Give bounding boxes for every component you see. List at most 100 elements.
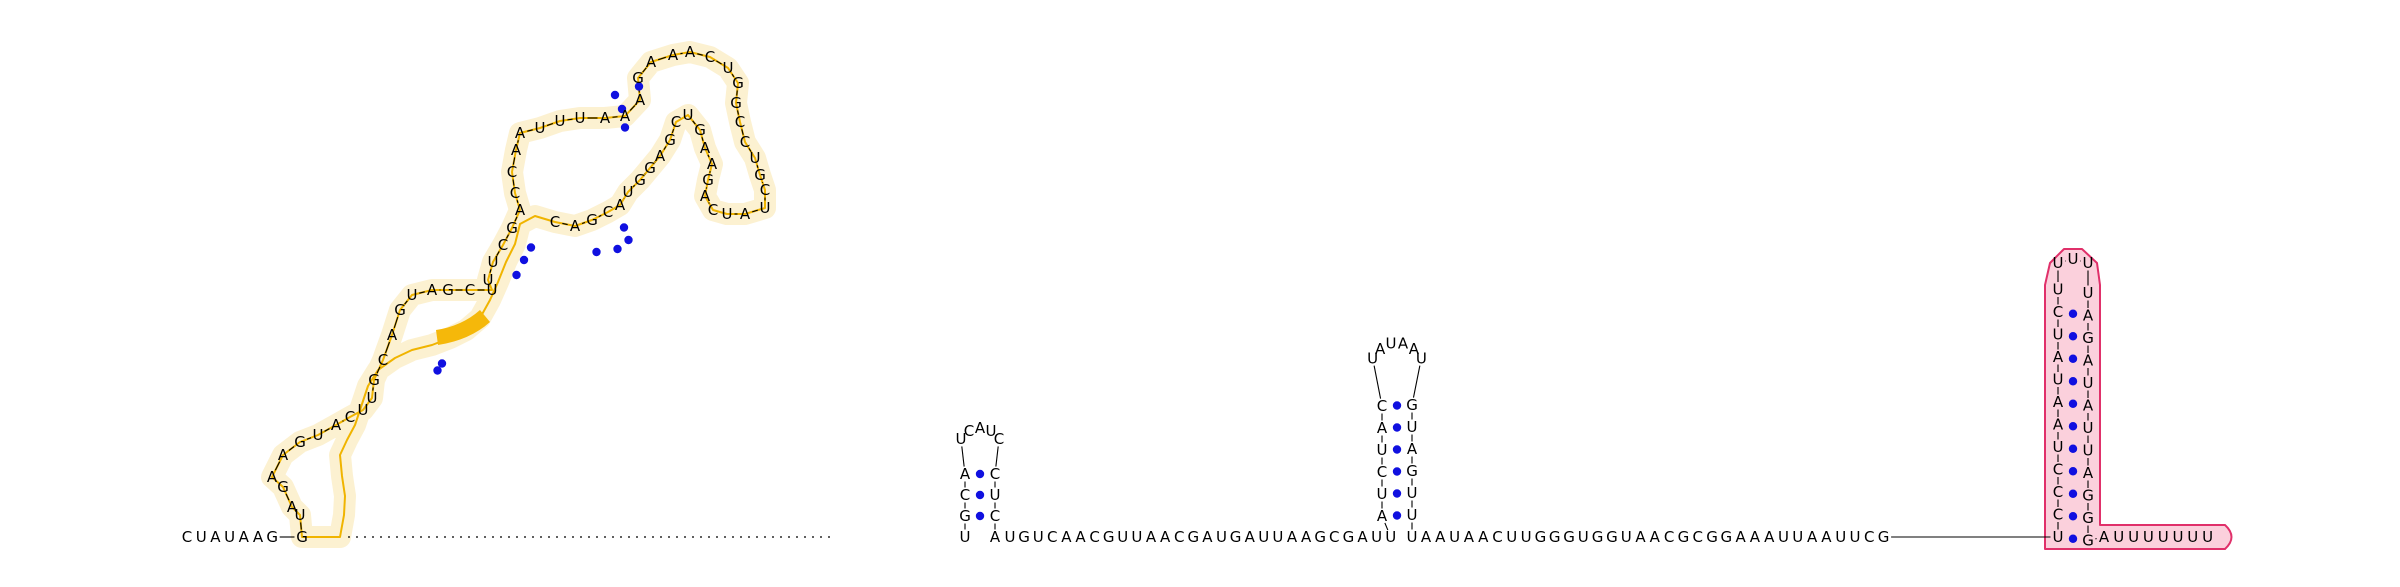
base-pair-dot <box>2068 354 2078 363</box>
nucleotide: U <box>2053 528 2064 546</box>
nucleotide: U <box>1407 418 1418 436</box>
nucleotide: G <box>1720 528 1732 546</box>
backbone-link <box>1373 365 1382 399</box>
nucleotide: A <box>387 326 398 344</box>
nucleotide: U <box>1621 528 1632 546</box>
nucleotide: C <box>345 408 355 426</box>
backbone-link <box>306 437 312 440</box>
nucleotide: A <box>1301 528 1312 546</box>
nucleotide: U <box>1117 528 1128 546</box>
nucleotide: U <box>488 253 499 271</box>
nucleotide: U <box>1216 528 1227 546</box>
nucleotide: U <box>750 149 761 167</box>
base-pair-dot <box>1392 467 1402 476</box>
nucleotide: U <box>1850 528 1861 546</box>
nucleotide: C <box>2053 303 2063 321</box>
nucleotide: A <box>1478 528 1489 546</box>
nucleotide: U <box>2053 438 2064 456</box>
nucleotide: U <box>1385 335 1396 353</box>
nucleotide: U <box>1407 528 1418 546</box>
backbone-link <box>285 493 290 501</box>
nucleotide: A <box>1160 528 1171 546</box>
nucleotide: U <box>487 281 498 299</box>
domain-a-marked-segment <box>436 310 490 345</box>
nucleotide: A <box>1764 528 1775 546</box>
nucleotide: U <box>1367 349 1378 367</box>
nucleotide: U <box>1416 349 1427 367</box>
nucleotide: G <box>506 219 518 237</box>
backbone-link <box>274 461 281 471</box>
nucleotide: U <box>575 109 586 127</box>
base-pair-dot <box>1392 401 1402 410</box>
backbone-link <box>629 105 636 111</box>
nucleotide: C <box>960 486 970 504</box>
nucleotide: G <box>1103 528 1115 546</box>
nucleotide: A <box>210 528 221 546</box>
base-pair-dot <box>634 82 644 91</box>
nucleotide: A <box>615 196 626 214</box>
nucleotide: G <box>694 121 706 139</box>
nucleotide: C <box>735 113 745 131</box>
nucleotide: A <box>1635 528 1646 546</box>
backbone-link <box>324 428 330 432</box>
nucleotide: U <box>1005 528 1016 546</box>
backbone-link <box>692 120 696 125</box>
nucleotide: U <box>1407 484 1418 502</box>
backbone-link <box>961 446 965 467</box>
backbone-link <box>995 446 999 467</box>
nucleotide: G <box>266 528 278 546</box>
nucleotide: U <box>722 205 733 223</box>
backbone-link <box>731 73 735 78</box>
base-pair-dot <box>2068 377 2078 386</box>
base-pair-dot <box>2068 512 2078 521</box>
nucleotide: A <box>2083 307 2094 325</box>
base-pair-dot <box>975 511 985 521</box>
nucleotide: U <box>313 426 324 444</box>
nucleotide: A <box>685 43 696 61</box>
backbone-link <box>404 300 408 305</box>
nucleotide: A <box>2053 393 2064 411</box>
backbone-link <box>512 179 515 186</box>
nucleotide: U <box>723 59 734 77</box>
nucleotide: A <box>700 187 711 205</box>
backbone-link <box>642 67 647 73</box>
nucleotide: C <box>1377 397 1387 415</box>
nucleotide: G <box>368 371 380 389</box>
nucleotide: C <box>378 351 388 369</box>
nucleotide: A <box>239 528 250 546</box>
base-pair-dot <box>512 270 521 280</box>
nucleotide: C <box>994 430 1004 448</box>
backbone-link <box>581 221 586 225</box>
nucleotide: A <box>1464 528 1475 546</box>
nucleotide: G <box>1343 528 1355 546</box>
base-pair-dot <box>624 235 633 245</box>
nucleotide: A <box>1075 528 1086 546</box>
backbone-link <box>342 420 344 422</box>
backbone-link <box>567 118 573 121</box>
nucleotide: G <box>1406 396 1418 414</box>
backbone-link <box>756 165 759 168</box>
nucleotide: A <box>600 109 611 127</box>
nucleotide: C <box>1089 528 1099 546</box>
backbone-link <box>1384 522 1389 531</box>
nucleotide: A <box>331 416 342 434</box>
base-pair-dot <box>1392 445 1402 454</box>
backbone-link <box>632 184 636 188</box>
nucleotide: G <box>394 301 406 319</box>
nucleotide: A <box>1750 528 1761 546</box>
nucleotide: U <box>2113 528 2124 546</box>
nucleotide: A <box>990 528 1001 546</box>
nucleotide: U <box>2083 374 2094 392</box>
nucleotide: G <box>2082 532 2094 550</box>
nucleotide: C <box>740 133 750 151</box>
nucleotide: G <box>586 211 598 229</box>
nucleotide: C <box>705 48 715 66</box>
nucleotide: U <box>407 286 418 304</box>
nucleotide: A <box>515 124 526 142</box>
base-pair-dot <box>2068 444 2078 453</box>
nucleotide: C <box>964 422 974 440</box>
nucleotide: C <box>498 236 508 254</box>
nucleotide: A <box>515 201 526 219</box>
nucleotide: U <box>2053 254 2064 272</box>
